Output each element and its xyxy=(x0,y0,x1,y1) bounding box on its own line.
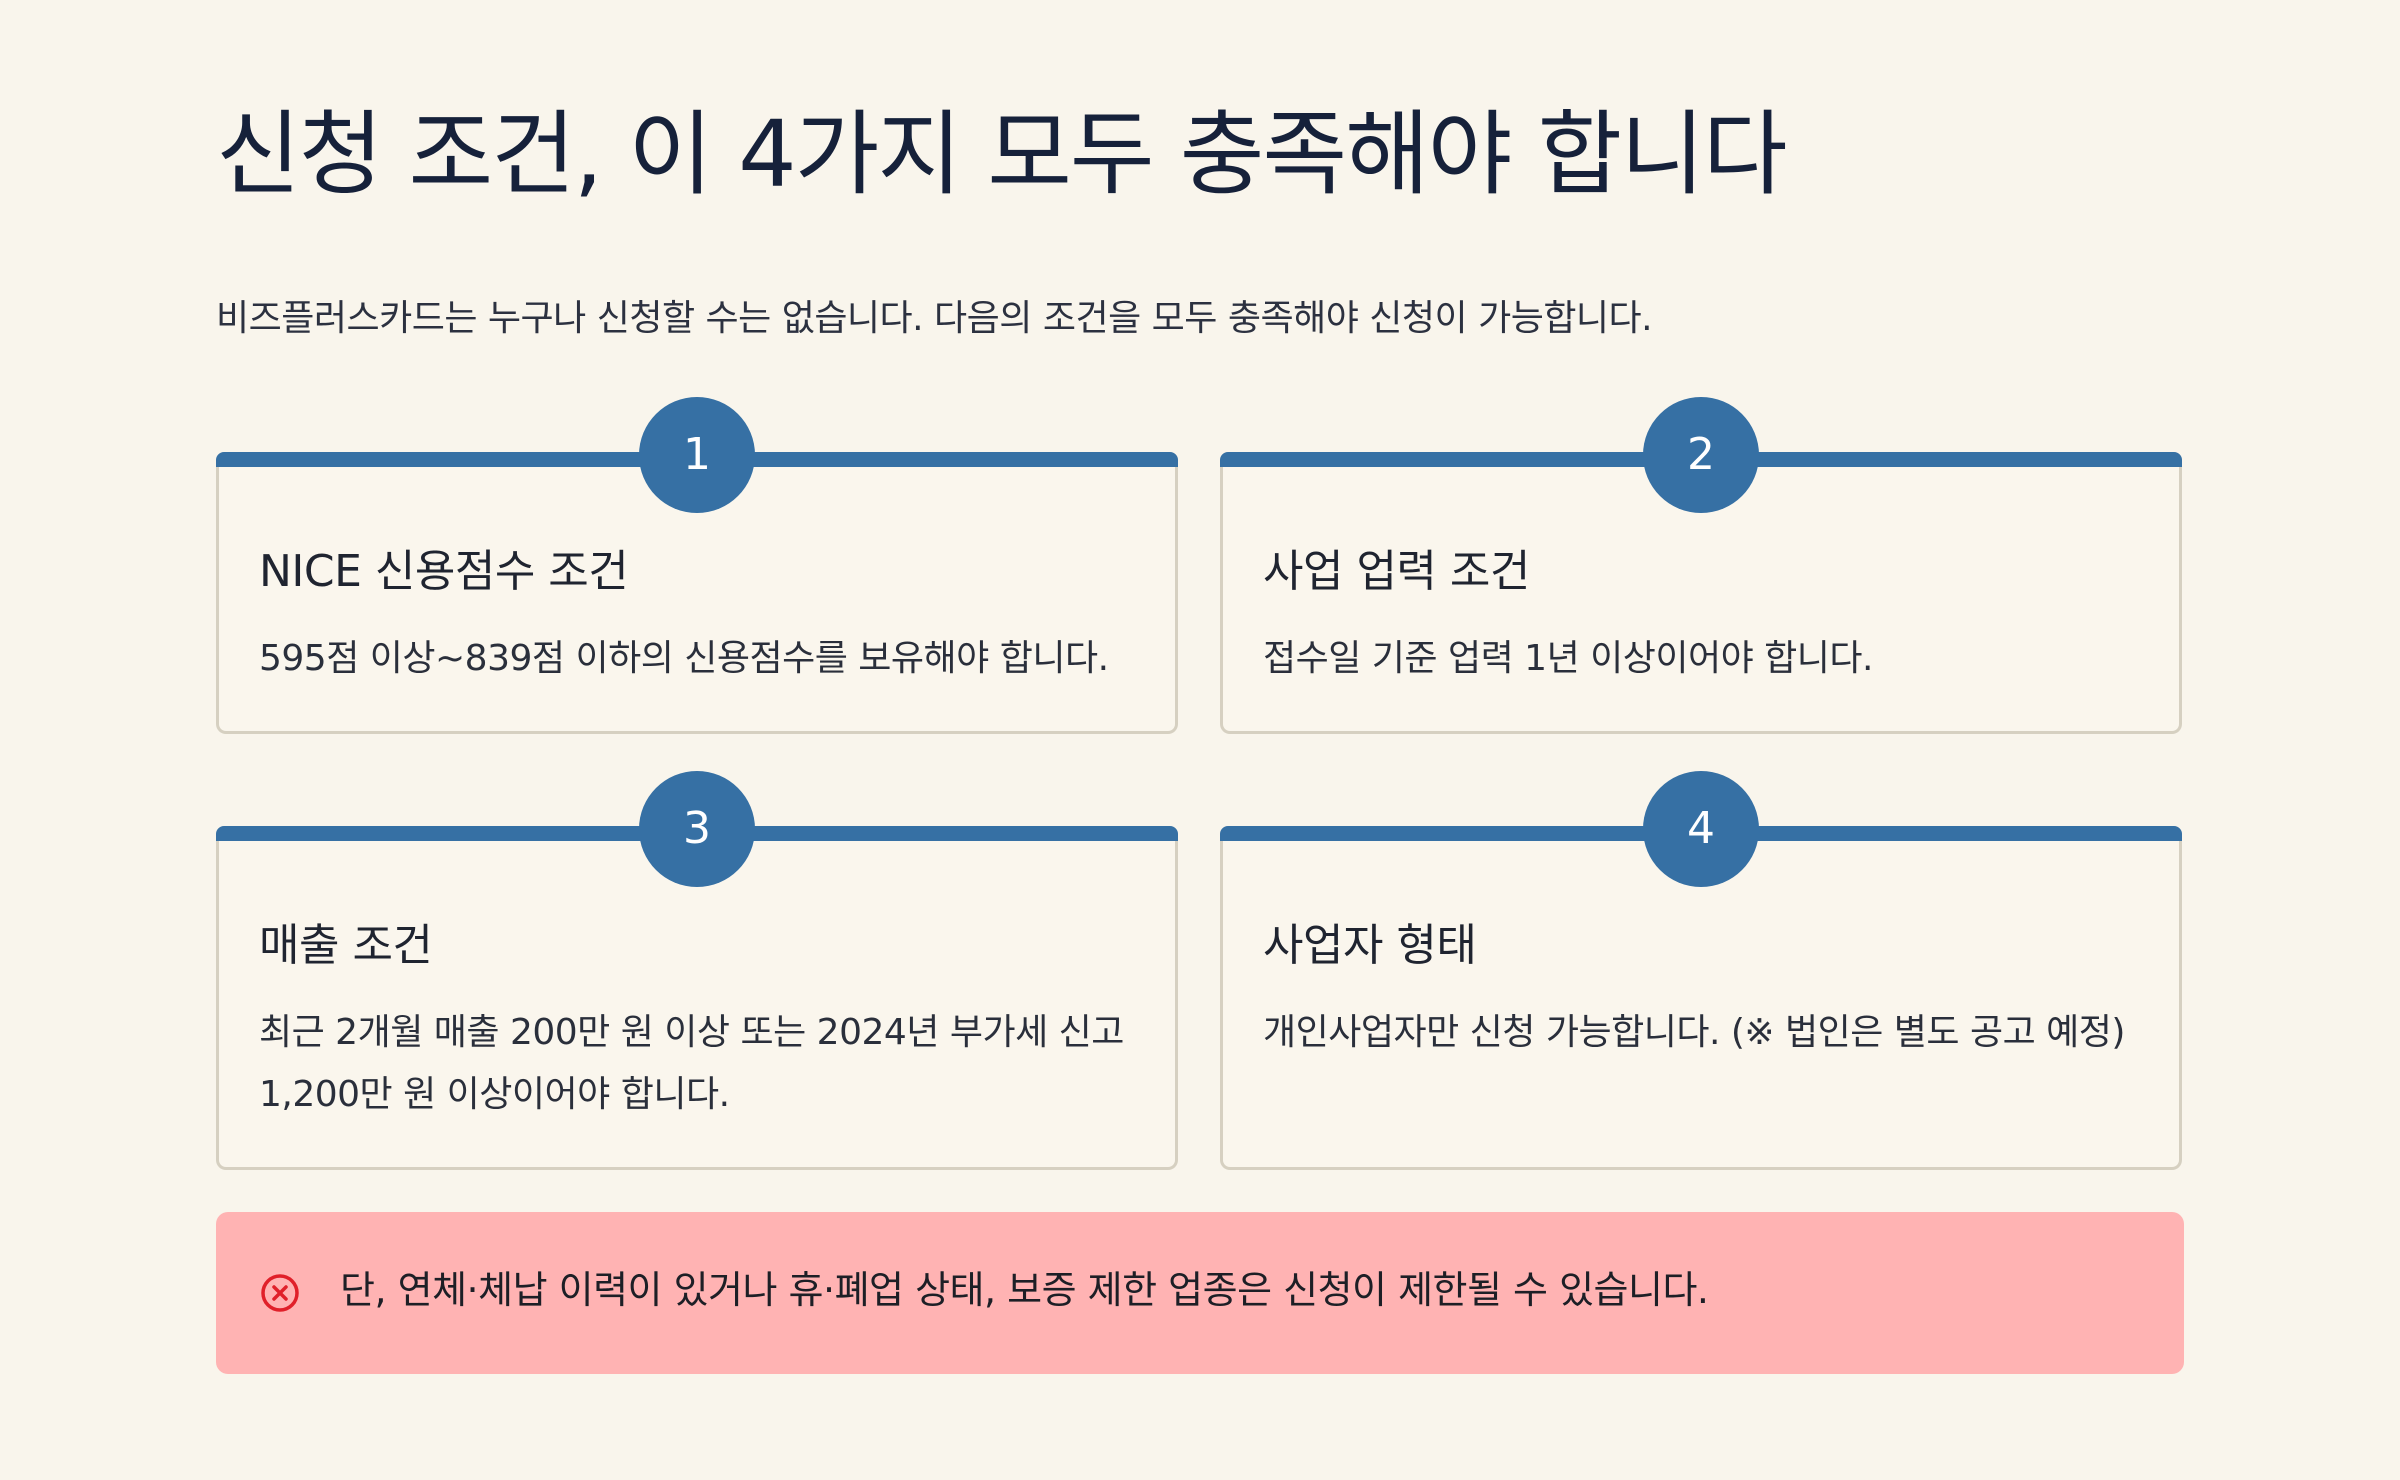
card-title: 매출 조건 xyxy=(259,920,433,971)
condition-card-business-type: 4 사업자 형태 개인사업자만 신청 가능합니다. (※ 법인은 별도 공고 예… xyxy=(1220,771,2182,1170)
card-description: 개인사업자만 신청 가능합니다. (※ 법인은 별도 공고 예정) xyxy=(1263,1012,2125,1053)
error-circle-icon xyxy=(261,1274,299,1312)
card-title: NICE 신용점수 조건 xyxy=(259,546,629,597)
card-description: 최근 2개월 매출 200만 원 이상 또는 2024년 부가세 신고 1,20… xyxy=(259,1012,1124,1115)
condition-card-business-history: 2 사업 업력 조건 접수일 기준 업력 1년 이상이어야 합니다. xyxy=(1220,397,2182,734)
step-number-badge: 4 xyxy=(1643,771,1759,887)
card-description: 접수일 기준 업력 1년 이상이어야 합니다. xyxy=(1263,638,1874,679)
page-title: 신청 조건, 이 4가지 모두 충족해야 합니다 xyxy=(216,101,1787,208)
condition-card-revenue: 3 매출 조건 최근 2개월 매출 200만 원 이상 또는 2024년 부가세… xyxy=(216,771,1178,1170)
condition-card-credit-score: 1 NICE 신용점수 조건 595점 이상~839점 이하의 신용점수를 보유… xyxy=(216,397,1178,734)
card-title: 사업 업력 조건 xyxy=(1263,546,1530,597)
step-number-badge: 3 xyxy=(639,771,755,887)
card-description: 595점 이상~839점 이하의 신용점수를 보유해야 합니다. xyxy=(259,638,1109,679)
card-title: 사업자 형태 xyxy=(1263,920,1477,971)
restriction-notice: 단, 연체·체납 이력이 있거나 휴·폐업 상태, 보증 제한 업종은 신청이 … xyxy=(216,1212,2184,1374)
step-number-badge: 1 xyxy=(639,397,755,513)
notice-text: 단, 연체·체납 이력이 있거나 휴·폐업 상태, 보증 제한 업종은 신청이 … xyxy=(340,1268,1709,1312)
intro-text: 비즈플러스카드는 누구나 신청할 수는 없습니다. 다음의 조건을 모두 충족해… xyxy=(216,298,1653,339)
step-number-badge: 2 xyxy=(1643,397,1759,513)
